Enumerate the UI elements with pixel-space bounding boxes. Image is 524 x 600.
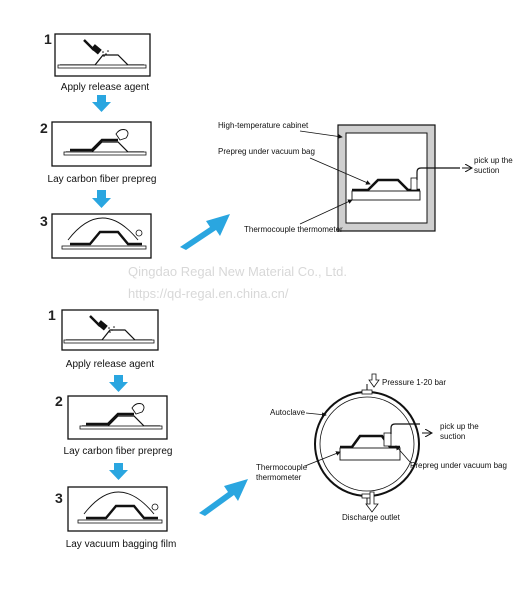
cabinet-prepreg-label: Prepreg under vacuum bag [218,147,315,156]
autoclave-thermo-label-2: thermometer [256,473,302,482]
bottom-step-2-number: 2 [55,393,63,409]
top-step-1: 1 Apply release agent [44,31,151,93]
watermark-url: https://qd-regal.en.china.cn/ [128,286,289,301]
top-down-arrow-2 [92,190,111,208]
top-step-2-number: 2 [40,120,48,136]
bottom-down-arrow-1 [109,375,128,392]
autoclave-discharge-label: Discharge outlet [342,513,401,522]
bottom-step-3-frame [67,486,168,532]
top-diagonal-arrow [180,214,230,250]
top-step-1-spray-brush-icon [83,39,109,57]
cabinet-title: High-temperature cabinet [218,121,309,130]
top-step-3: 3 [40,213,152,259]
top-step-1-caption: Apply release agent [61,82,150,93]
top-step-1-number: 1 [44,31,52,47]
bottom-step-2-caption: Lay carbon fiber prepreg [64,446,173,457]
bottom-step-2: 2 Lay carbon fiber prepreg [55,393,172,457]
top-process: 1 Apply release agent 2 [40,31,513,259]
top-step-2-frame [51,121,152,167]
autoclave-suction-label-2: suction [440,432,465,441]
top-cabinet: High-temperature cabinet Prepreg under v… [218,121,513,234]
bottom-step-1-caption: Apply release agent [66,359,155,370]
cabinet-suction-label-1: pick up the [474,156,513,165]
top-step-3-number: 3 [40,213,48,229]
autoclave-suction-label-1: pick up the [440,422,479,431]
bottom-step-1-number: 1 [48,307,56,323]
bottom-diagonal-arrow [199,479,248,516]
cabinet-suction-label-2: suction [474,166,499,175]
cabinet-mold-icon [351,177,421,201]
bottom-down-arrow-2 [109,463,128,480]
autoclave-inner-wall [319,396,415,492]
discharge-arrow-icon [365,491,379,513]
top-step-1-mold-icon [57,54,147,69]
cabinet-thermo-label: Thermocouple thermometer [244,225,343,234]
top-step-2: 2 Lay carbon fiber prepreg [40,120,156,185]
top-step-2-mold-icon [63,138,147,156]
top-down-arrow-1 [92,95,111,112]
bottom-process: 1 Apply release agent 2 [48,307,507,550]
watermark: Qingdao Regal New Material Co., Ltd. htt… [128,264,347,301]
autoclave-prepreg-label: Prepreg under vacuum bag [410,461,507,470]
top-step-2-hand-icon [115,129,129,141]
bottom-step-3-caption: Lay vacuum bagging film [66,539,177,550]
autoclave-suction-pipe [390,423,420,434]
pressure-arrow-icon [368,373,380,388]
watermark-company: Qingdao Regal New Material Co., Ltd. [128,264,347,279]
bottom-step-2-hand-icon [131,403,145,415]
autoclave-mold-icon [339,432,401,461]
bottom-step-2-mold-icon [79,412,163,430]
bottom-step-3-vacuum-film-icon [77,491,163,524]
autoclave-thermo-label-1: Thermocouple [256,463,308,472]
top-step-3-frame [51,213,152,259]
autoclave-pressure-label: Pressure 1-20 bar [382,378,446,387]
bottom-autoclave: Pressure 1-20 bar Discharge outlet pick … [256,373,507,522]
bottom-step-2-frame [67,395,168,440]
top-valve-icon [361,384,373,395]
autoclave-label: Autoclave [270,408,306,417]
top-step-3-vacuum-film-icon [61,217,147,250]
suction-pipe [416,167,460,180]
bottom-step-3-number: 3 [55,490,63,506]
bottom-step-3: 3 Lay vacuum bagging film [55,486,177,550]
top-step-2-caption: Lay carbon fiber prepreg [48,174,157,185]
bottom-step-1-mold-icon [63,329,155,344]
bottom-step-1: 1 Apply release agent [48,307,159,370]
bottom-step-1-spray-brush-icon [89,315,115,333]
